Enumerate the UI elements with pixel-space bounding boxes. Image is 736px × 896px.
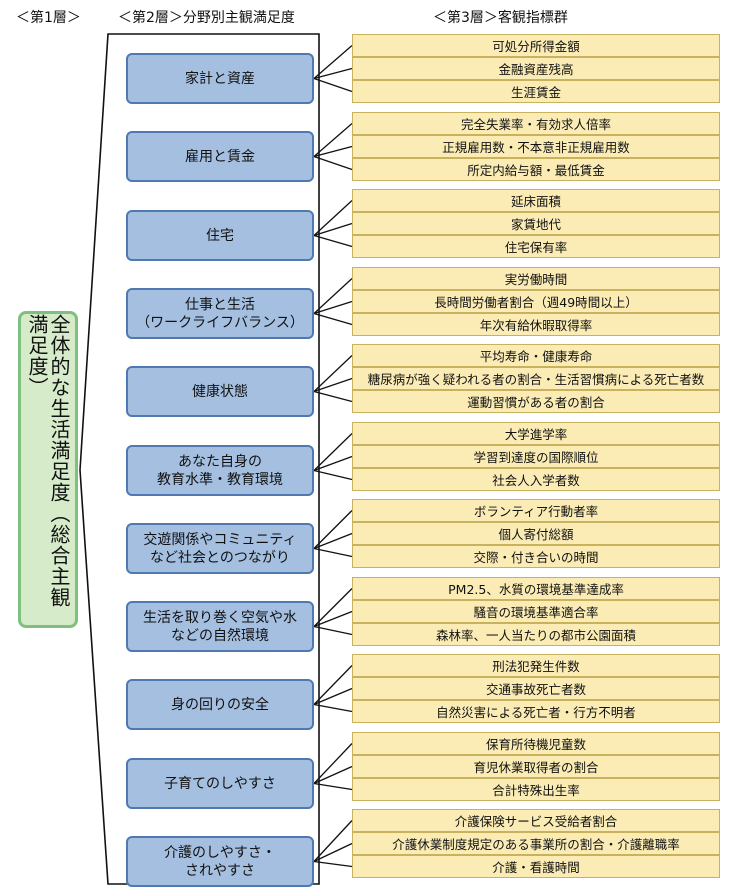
- category-indicator-connector: [313, 665, 353, 705]
- category-indicator-connector: [313, 278, 353, 314]
- category-indicator-connector: [313, 145, 353, 158]
- layer2-header: ＜第2層＞分野別主観満足度: [118, 10, 295, 26]
- category-indicator-connector: [313, 123, 353, 157]
- category-indicator-connector: [313, 300, 353, 315]
- category-box: あなた自身の 教育水準・教育環境: [126, 445, 314, 496]
- indicator-box: 住宅保有率: [352, 235, 720, 258]
- category-indicator-connector: [313, 77, 353, 93]
- indicator-box: 金融資産残高: [352, 57, 720, 80]
- category-indicator-connector: [313, 469, 353, 481]
- indicator-box: 介護・看護時間: [352, 855, 720, 878]
- indicator-box: 大学進学率: [352, 422, 720, 445]
- indicator-box: 延床面積: [352, 189, 720, 212]
- overall-satisfaction-label: 全体的な生活満足度（総合主観満足度）: [25, 314, 71, 608]
- category-box: 雇用と賃金: [126, 131, 314, 182]
- category-box: 子育てのしやすさ: [126, 758, 314, 809]
- indicator-box: 個人寄付総額: [352, 522, 720, 545]
- category-indicator-connector: [313, 67, 353, 80]
- category-box: 身の回りの安全: [126, 679, 314, 730]
- category-indicator-connector: [313, 687, 353, 706]
- category-indicator-connector: [313, 765, 353, 785]
- indicator-box: 完全失業率・有効求人倍率: [352, 112, 720, 135]
- category-indicator-connector: [313, 820, 353, 862]
- indicator-box: 年次有給休暇取得率: [352, 313, 720, 336]
- indicator-box: 介護保険サービス受給者割合: [352, 809, 720, 832]
- overall-satisfaction-box: 全体的な生活満足度（総合主観満足度）: [18, 311, 78, 628]
- indicator-box: 糖尿病が強く疑われる者の割合・生活習慣病による死亡者数: [352, 367, 720, 390]
- category-indicator-connector: [313, 532, 353, 550]
- indicator-box: 可処分所得金額: [352, 34, 720, 57]
- category-indicator-connector: [313, 743, 353, 784]
- category-box: 交遊関係やコミュニティ など社会とのつながり: [126, 523, 314, 574]
- category-indicator-connector: [313, 155, 353, 171]
- indicator-box: 介護休業制度規定のある事業所の割合・介護離職率: [352, 832, 720, 855]
- category-indicator-connector: [313, 782, 353, 791]
- category-indicator-connector: [313, 390, 353, 403]
- indicator-box: 社会人入学者数: [352, 468, 720, 491]
- category-box: 生活を取り巻く空気や水 などの自然環境: [126, 601, 314, 652]
- category-indicator-connector: [313, 842, 353, 863]
- indicator-box: 家賃地代: [352, 212, 720, 235]
- indicator-box: 学習到達度の国際順位: [352, 445, 720, 468]
- category-box: 健康状態: [126, 366, 314, 417]
- category-indicator-connector: [313, 860, 353, 868]
- indicator-box: 正規雇用数・不本意非正規雇用数: [352, 135, 720, 158]
- indicator-box: 実労働時間: [352, 267, 720, 290]
- category-indicator-connector: [313, 200, 353, 236]
- category-indicator-connector: [313, 433, 353, 471]
- category-indicator-connector: [313, 588, 353, 627]
- category-box: 仕事と生活 （ワークライフバランス）: [126, 288, 314, 339]
- indicator-box: 刑法犯発生件数: [352, 654, 720, 677]
- category-box: 家計と資産: [126, 53, 314, 104]
- layer3-header: ＜第3層＞客観指標群: [433, 10, 568, 26]
- indicator-box: 運動習慣がある者の割合: [352, 390, 720, 413]
- category-indicator-connector: [313, 703, 353, 713]
- category-indicator-connector: [313, 547, 353, 558]
- category-indicator-connector: [313, 234, 353, 248]
- indicator-box: 交際・付き合いの時間: [352, 545, 720, 568]
- indicator-box: 保育所待機児童数: [352, 732, 720, 755]
- category-indicator-connector: [313, 610, 353, 628]
- category-indicator-connector: [313, 510, 353, 549]
- category-indicator-connector: [313, 222, 353, 237]
- category-indicator-connector: [313, 377, 353, 393]
- indicator-box: 長時間労働者割合（週49時間以上）: [352, 290, 720, 313]
- layer2-bracket: [79, 33, 320, 885]
- indicator-box: 交通事故死亡者数: [352, 677, 720, 700]
- indicator-box: ボランティア行動者率: [352, 499, 720, 522]
- indicator-box: 所定内給与額・最低賃金: [352, 158, 720, 181]
- indicator-box: 平均寿命・健康寿命: [352, 344, 720, 367]
- indicator-box: 森林率、一人当たりの都市公園面積: [352, 623, 720, 646]
- indicator-box: 自然災害による死亡者・行方不明者: [352, 700, 720, 723]
- indicator-box: 騒音の環境基準適合率: [352, 600, 720, 623]
- category-indicator-connector: [313, 45, 353, 79]
- indicator-box: 生涯賃金: [352, 80, 720, 103]
- indicator-box: PM2.5、水質の環境基準達成率: [352, 577, 720, 600]
- category-indicator-connector: [313, 355, 353, 392]
- category-box: 住宅: [126, 210, 314, 261]
- category-box: 介護のしやすさ・ されやすさ: [126, 836, 314, 887]
- indicator-box: 合計特殊出生率: [352, 778, 720, 801]
- category-indicator-connector: [313, 455, 353, 472]
- indicator-box: 育児休業取得者の割合: [352, 755, 720, 778]
- category-indicator-connector: [313, 625, 353, 636]
- category-indicator-connector: [313, 312, 353, 326]
- layer1-header: ＜第1層＞: [16, 10, 81, 26]
